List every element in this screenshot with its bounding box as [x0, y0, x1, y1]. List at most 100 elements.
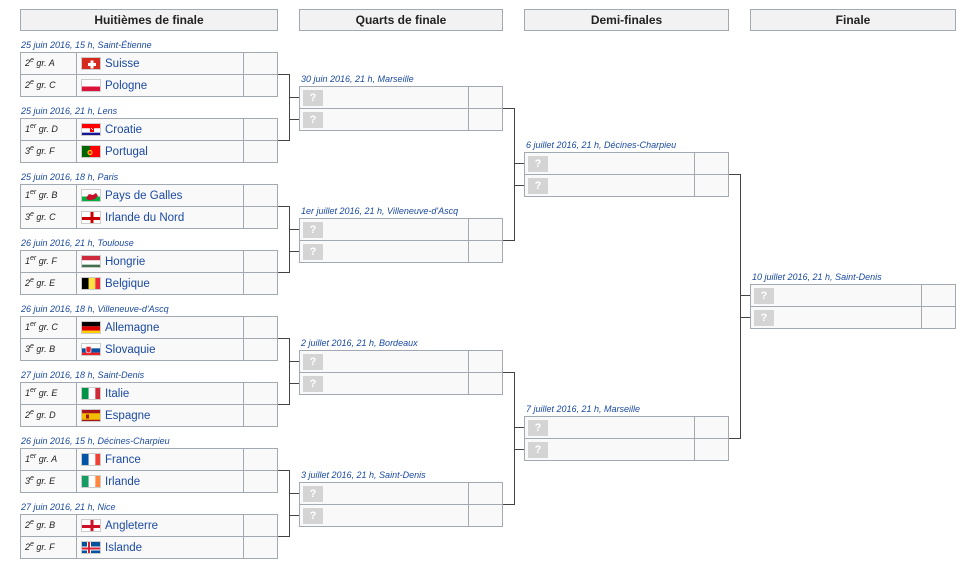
bracket-connector	[278, 74, 289, 75]
team-row: ?	[300, 373, 502, 394]
team-name-cell[interactable]: Italie	[77, 383, 243, 404]
unknown-team-placeholder: ?	[303, 111, 323, 128]
score-cell	[243, 383, 277, 404]
cro-flag-icon	[81, 123, 101, 136]
bracket-connector	[278, 272, 289, 273]
group-seed: 3e gr. E	[21, 471, 77, 492]
score-cell	[243, 141, 277, 162]
round-header-sf: Demi-finales	[524, 9, 729, 31]
final-match: ??	[750, 284, 956, 329]
team-row: ?	[525, 439, 728, 460]
team-name[interactable]: Irlande du Nord	[105, 211, 185, 224]
unknown-team-placeholder: ?	[303, 353, 323, 370]
team-cell: ?	[751, 307, 921, 328]
bracket-connector	[729, 174, 740, 175]
score-cell	[243, 405, 277, 426]
ita-flag-icon	[81, 387, 101, 400]
team-name-cell[interactable]: Irlande du Nord	[77, 207, 243, 228]
sui-flag-icon	[81, 57, 101, 70]
score-cell	[243, 537, 277, 558]
bracket-connector	[289, 515, 299, 516]
team-name-cell[interactable]: France	[77, 449, 243, 470]
team-name-cell[interactable]: Belgique	[77, 273, 243, 294]
bracket-connector	[514, 185, 524, 186]
team-row: ?	[300, 241, 502, 262]
score-cell	[243, 471, 277, 492]
team-name-cell[interactable]: Slovaquie	[77, 339, 243, 360]
score-cell	[694, 439, 728, 460]
team-name-cell[interactable]: Hongrie	[77, 251, 243, 272]
score-cell	[243, 251, 277, 272]
bracket-connector	[289, 229, 299, 230]
round-header-r16: Huitièmes de finale	[20, 9, 278, 31]
team-name[interactable]: Suisse	[105, 57, 140, 70]
team-row: 3e gr. E Irlande	[21, 471, 277, 492]
unknown-team-placeholder: ?	[754, 309, 774, 326]
group-seed: 1er gr. A	[21, 449, 77, 470]
team-name[interactable]: Espagne	[105, 409, 151, 422]
team-name[interactable]: Hongrie	[105, 255, 146, 268]
team-name[interactable]: Angleterre	[105, 519, 159, 532]
round-header-final: Finale	[750, 9, 956, 31]
score-cell	[468, 241, 502, 262]
team-name-cell[interactable]: Irlande	[77, 471, 243, 492]
score-cell	[694, 175, 728, 196]
team-cell: ?	[300, 109, 468, 130]
unknown-team-placeholder: ?	[528, 177, 548, 194]
team-name-cell[interactable]: Islande	[77, 537, 243, 558]
unknown-team-placeholder: ?	[303, 375, 323, 392]
team-name[interactable]: Slovaquie	[105, 343, 156, 356]
qf-match-label: 1er juillet 2016, 21 h, Villeneuve-d'Asc…	[301, 206, 459, 216]
unknown-team-placeholder: ?	[528, 419, 548, 436]
unknown-team-placeholder: ?	[303, 221, 323, 238]
team-name-cell[interactable]: Pays de Galles	[77, 185, 243, 206]
round-header-qf: Quarts de finale	[299, 9, 503, 31]
bracket-connector	[514, 163, 524, 164]
group-seed: 1er gr. B	[21, 185, 77, 206]
team-row: 1er gr. B Pays de Galles	[21, 185, 277, 207]
team-name-cell[interactable]: Suisse	[77, 53, 243, 74]
team-row: ?	[751, 307, 955, 328]
group-seed: 2e gr. E	[21, 273, 77, 294]
team-name[interactable]: Islande	[105, 541, 143, 554]
team-name[interactable]: Belgique	[105, 277, 150, 290]
bracket-connector	[729, 438, 740, 439]
bracket-connector	[289, 493, 299, 494]
sf-match: ??	[524, 416, 729, 461]
team-name[interactable]: Portugal	[105, 145, 148, 158]
team-name-cell[interactable]: Pologne	[77, 75, 243, 96]
group-seed: 1er gr. D	[21, 119, 77, 140]
team-row: ?	[525, 153, 728, 175]
score-cell	[468, 351, 502, 372]
team-cell: ?	[300, 351, 468, 372]
team-cell: ?	[525, 153, 694, 174]
team-name-cell[interactable]: Portugal	[77, 141, 243, 162]
score-cell	[921, 285, 955, 306]
team-name-cell[interactable]: Angleterre	[77, 515, 243, 536]
bracket-connector	[289, 361, 299, 362]
bracket-connector	[278, 470, 289, 471]
team-name[interactable]: Pays de Galles	[105, 189, 183, 202]
r16-match-label: 25 juin 2016, 18 h, Paris	[21, 172, 119, 182]
bracket-connector	[503, 240, 514, 241]
team-name[interactable]: Pologne	[105, 79, 148, 92]
team-name-cell[interactable]: Allemagne	[77, 317, 243, 338]
team-name[interactable]: Italie	[105, 387, 130, 400]
bracket-connector	[289, 206, 290, 273]
team-name-cell[interactable]: Croatie	[77, 119, 243, 140]
bracket-connector	[278, 536, 289, 537]
r16-match-label: 25 juin 2016, 15 h, Saint-Étienne	[21, 40, 152, 50]
team-name[interactable]: Irlande	[105, 475, 141, 488]
group-seed: 1er gr. F	[21, 251, 77, 272]
bracket-connector	[740, 317, 750, 318]
bracket-connector	[278, 404, 289, 405]
team-name[interactable]: Croatie	[105, 123, 143, 136]
team-name[interactable]: Allemagne	[105, 321, 160, 334]
team-cell: ?	[525, 175, 694, 196]
r16-match-label: 27 juin 2016, 21 h, Nice	[21, 502, 116, 512]
team-name-cell[interactable]: Espagne	[77, 405, 243, 426]
team-name[interactable]: France	[105, 453, 141, 466]
